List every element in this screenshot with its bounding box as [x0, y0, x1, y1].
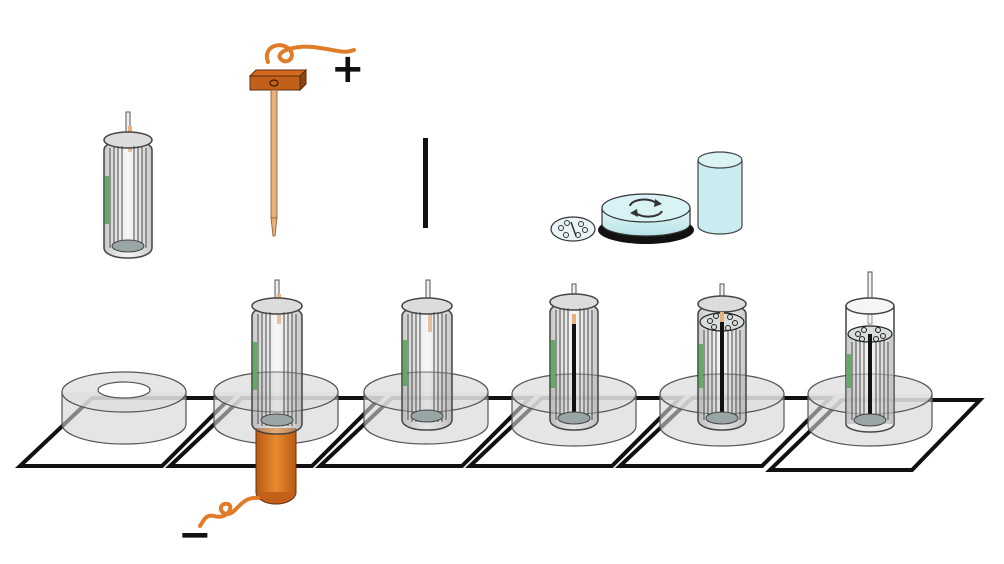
- cell-with-wire-icon: [401, 279, 453, 431]
- black-rod-icon: [423, 138, 428, 228]
- copper-electrode-holder-icon: [248, 43, 356, 237]
- glass-cylinder-icon: [697, 151, 743, 235]
- top-cell-icon: [103, 111, 153, 259]
- sealed-cell-icon: [845, 271, 895, 433]
- cell-with-rod-icon: [549, 283, 599, 431]
- perforated-disk-icon: [550, 216, 596, 242]
- rotating-cap-icon: [598, 193, 694, 244]
- cell-with-copper-electrode-icon: [251, 279, 303, 435]
- negative-terminal-label: −: [178, 512, 212, 558]
- cell-with-perforated-disk-icon: [697, 283, 747, 431]
- positive-terminal-label: +: [331, 46, 365, 92]
- frame-6: [765, 398, 985, 472]
- copper-counter-electrode-icon: [198, 428, 297, 528]
- platform-1: [61, 371, 187, 445]
